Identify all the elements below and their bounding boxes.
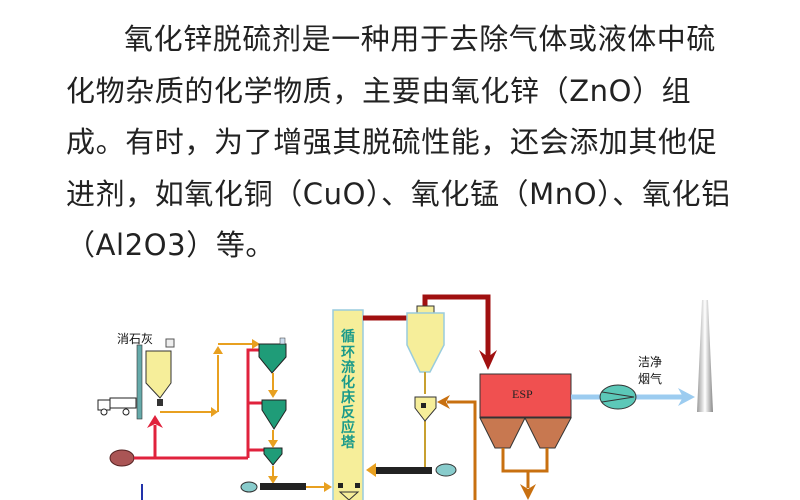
blower-icon bbox=[109, 449, 135, 467]
svg-text:塔: 塔 bbox=[341, 434, 356, 451]
arrow-right-icon bbox=[211, 407, 218, 417]
motor-icon bbox=[240, 481, 258, 493]
air-line bbox=[134, 348, 265, 460]
arrow-left-icon bbox=[366, 463, 376, 477]
lime-silo bbox=[145, 350, 172, 399]
svg-text:流: 流 bbox=[341, 359, 355, 376]
arrow-up-icon bbox=[213, 346, 223, 354]
silo-filter bbox=[165, 338, 175, 348]
cfb-reactor bbox=[332, 309, 364, 500]
svg-text:床: 床 bbox=[341, 389, 356, 406]
green-hopper bbox=[263, 447, 283, 466]
conveyor-pole bbox=[136, 344, 143, 420]
arrow-down-icon bbox=[268, 440, 278, 448]
svg-text:化: 化 bbox=[341, 374, 355, 391]
fan-icon bbox=[599, 384, 637, 410]
truck-icon bbox=[97, 397, 137, 416]
arrow-right-icon bbox=[678, 388, 695, 406]
screw-conveyor bbox=[376, 467, 432, 474]
recycle-line bbox=[447, 400, 477, 500]
screw-conveyor bbox=[260, 483, 306, 490]
svg-text:反: 反 bbox=[341, 404, 355, 421]
arrow-down-icon bbox=[268, 476, 278, 484]
svg-text:应: 应 bbox=[341, 419, 355, 436]
cyclone bbox=[406, 312, 445, 373]
svg-text:循: 循 bbox=[341, 328, 355, 345]
reactor-label: 循 环 流 化 床 反 应 塔 bbox=[341, 328, 356, 451]
svg-text:环: 环 bbox=[341, 345, 355, 361]
arrow-up-icon bbox=[147, 415, 163, 428]
article-paragraph: 氧化锌脱硫剂是一种用于去除气体或液体中硫化物杂质的化学物质，主要由氧化锌（ZnO… bbox=[66, 22, 731, 262]
clean-gas-label-2: 烟气 bbox=[638, 371, 662, 386]
green-hopper bbox=[261, 399, 287, 430]
arrow-right-icon bbox=[252, 339, 260, 349]
arrow-right-icon bbox=[324, 482, 332, 492]
hopper-filter bbox=[279, 337, 286, 345]
arrow-left-icon bbox=[437, 395, 450, 409]
lime-line bbox=[160, 343, 253, 413]
motor-icon bbox=[435, 463, 457, 477]
ash-line bbox=[501, 448, 549, 488]
slaked-lime-label: 消石灰 bbox=[117, 332, 153, 346]
green-hopper bbox=[258, 343, 287, 374]
esp-unit bbox=[479, 373, 572, 418]
small-hopper bbox=[414, 396, 437, 422]
arrow-down-icon bbox=[479, 350, 497, 370]
arrow-down-icon bbox=[520, 484, 536, 500]
ash-hopper bbox=[479, 417, 526, 449]
esp-label: ESP bbox=[512, 387, 533, 401]
clean-gas-label-1: 洁净 bbox=[638, 355, 662, 369]
ash-hopper bbox=[524, 417, 572, 449]
flue-duct bbox=[363, 294, 491, 360]
arrow-down-icon bbox=[268, 390, 278, 398]
silo-valve bbox=[157, 399, 163, 406]
chimney-icon bbox=[697, 300, 713, 412]
